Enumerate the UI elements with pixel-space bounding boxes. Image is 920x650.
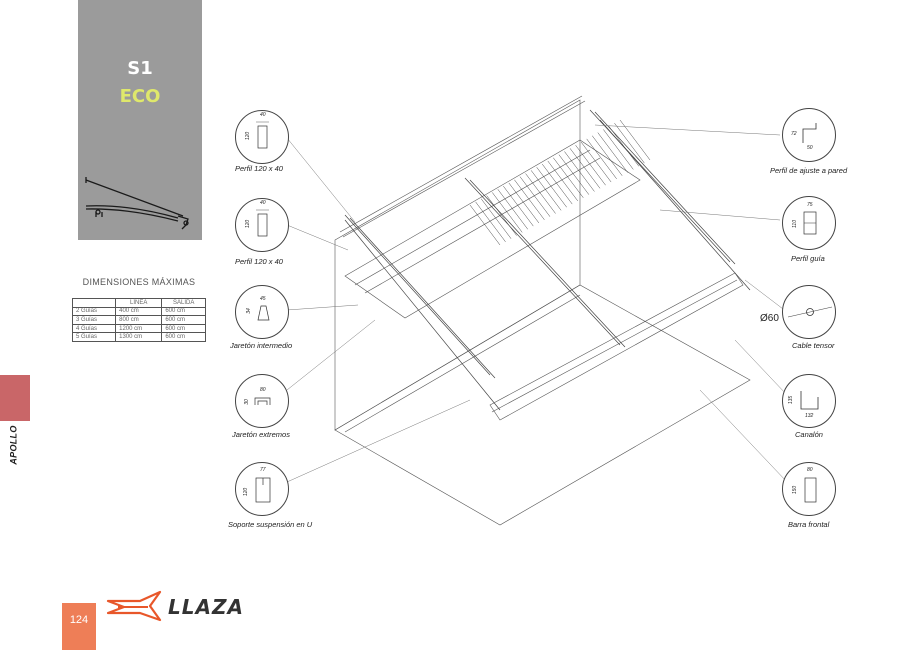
- callout-label: Barra frontal: [788, 520, 830, 529]
- model-panel: S1 ECO: [78, 0, 202, 240]
- dim-label: 45: [260, 296, 266, 302]
- section-tab: [0, 375, 30, 421]
- dim-label: 110: [791, 220, 798, 228]
- dim-label: 34: [245, 308, 252, 314]
- dim-label: 135: [788, 395, 795, 405]
- roof-slat: [480, 198, 512, 239]
- roof-slat: [603, 129, 634, 170]
- page-number: 124: [69, 614, 89, 626]
- roof-slat: [586, 138, 617, 180]
- mini-diagram: [85, 177, 189, 230]
- dimensions-title: DIMENSIONES MÁXIMAS: [82, 277, 196, 287]
- dim-label: 40: [260, 112, 266, 118]
- page-number-box: [62, 603, 96, 650]
- dim-label: 120: [245, 219, 252, 229]
- dim-label: 72: [791, 131, 797, 137]
- roof-slat: [547, 160, 578, 202]
- callout-label: Perfil 120 x 40: [235, 164, 283, 173]
- dim-label: 120: [245, 131, 252, 141]
- callout-perfil-120x40-top: 40 120: [235, 110, 289, 164]
- roof-slat: [503, 185, 534, 227]
- callout-label: Perfil 120 x 40: [235, 257, 283, 266]
- roof-slat: [530, 170, 562, 211]
- dim-label: 50: [807, 145, 813, 151]
- roof-slat: [536, 167, 567, 208]
- roof-slat: [614, 122, 645, 164]
- callout-label: Jaretón extremos: [232, 430, 290, 439]
- callout-label: Canalón: [795, 430, 823, 439]
- dim-label: 80: [807, 467, 813, 473]
- roof-slat: [514, 179, 545, 220]
- callout-perfil-guia: 75 110: [782, 196, 836, 250]
- dim-label: 120: [243, 487, 250, 497]
- dim-label: 30: [243, 399, 250, 405]
- callout-barra-frontal: 80 150: [782, 462, 836, 516]
- llaza-logo: LLAZA: [106, 590, 244, 622]
- roof-slat: [558, 154, 590, 195]
- table-header-row: LÍNEA SALIDA: [71, 298, 206, 308]
- callout-label: Soporte suspensión en U: [228, 520, 313, 529]
- table-row: 5 Guías 1300 cm 600 cm: [71, 332, 206, 342]
- roof-slat: [619, 119, 651, 161]
- callout-soporte-u: 77 120: [235, 462, 289, 516]
- logo-mark-icon: [106, 590, 162, 622]
- dimensions-table: LÍNEA SALIDA 2 Guías 400 cm 600 cm 3 Guí…: [71, 298, 206, 342]
- callout-canalon: 132 135: [782, 374, 836, 428]
- callout-label: Perfil guía: [791, 254, 825, 263]
- callout-label: Cable tensor: [792, 341, 835, 350]
- callout-label: Perfil de ajuste a pared: [770, 166, 848, 175]
- dim-label: 150: [792, 485, 799, 495]
- callout-label: Jaretón intermedio: [230, 341, 293, 350]
- roof-slat: [569, 148, 601, 189]
- roof-slat: [492, 192, 523, 233]
- dim-label: 77: [260, 467, 266, 473]
- callout-perfil-ajuste-pared: 50 72: [782, 108, 836, 162]
- cable-diameter-label: Ø60: [760, 313, 779, 324]
- dim-label: 80: [260, 387, 266, 393]
- roof-slat: [564, 151, 595, 192]
- callout-jareton-extremos: 80 30: [235, 374, 289, 428]
- logo-wordmark: LLAZA: [168, 595, 244, 619]
- table-cell: 1300 cm: [115, 332, 163, 342]
- callout-perfil-120x40-bottom: 40 120: [235, 198, 289, 252]
- roof-slat: [597, 132, 628, 173]
- roof-slat: [519, 176, 551, 217]
- model-code: S1: [127, 58, 153, 79]
- roof-slat: [486, 195, 517, 236]
- model-name: ECO: [119, 86, 161, 107]
- callout-jareton-intermedio: 45 34: [235, 285, 289, 339]
- dim-label: 75: [807, 202, 813, 208]
- roof-slat: [592, 135, 623, 176]
- roof-slat: [580, 141, 612, 183]
- callout-cable-tensor: [782, 285, 836, 339]
- dim-label: 40: [260, 200, 266, 206]
- roof-slat: [508, 182, 540, 224]
- roof-slat: [553, 157, 584, 198]
- roof-slat: [475, 201, 506, 243]
- table-cell: 600 cm: [161, 332, 206, 342]
- roof-slat: [525, 173, 556, 214]
- dim-label: 132: [805, 413, 814, 419]
- roof-slat: [575, 145, 606, 186]
- roof-slat: [497, 189, 528, 230]
- roof-slat: [469, 204, 501, 246]
- roof-slat: [542, 163, 573, 205]
